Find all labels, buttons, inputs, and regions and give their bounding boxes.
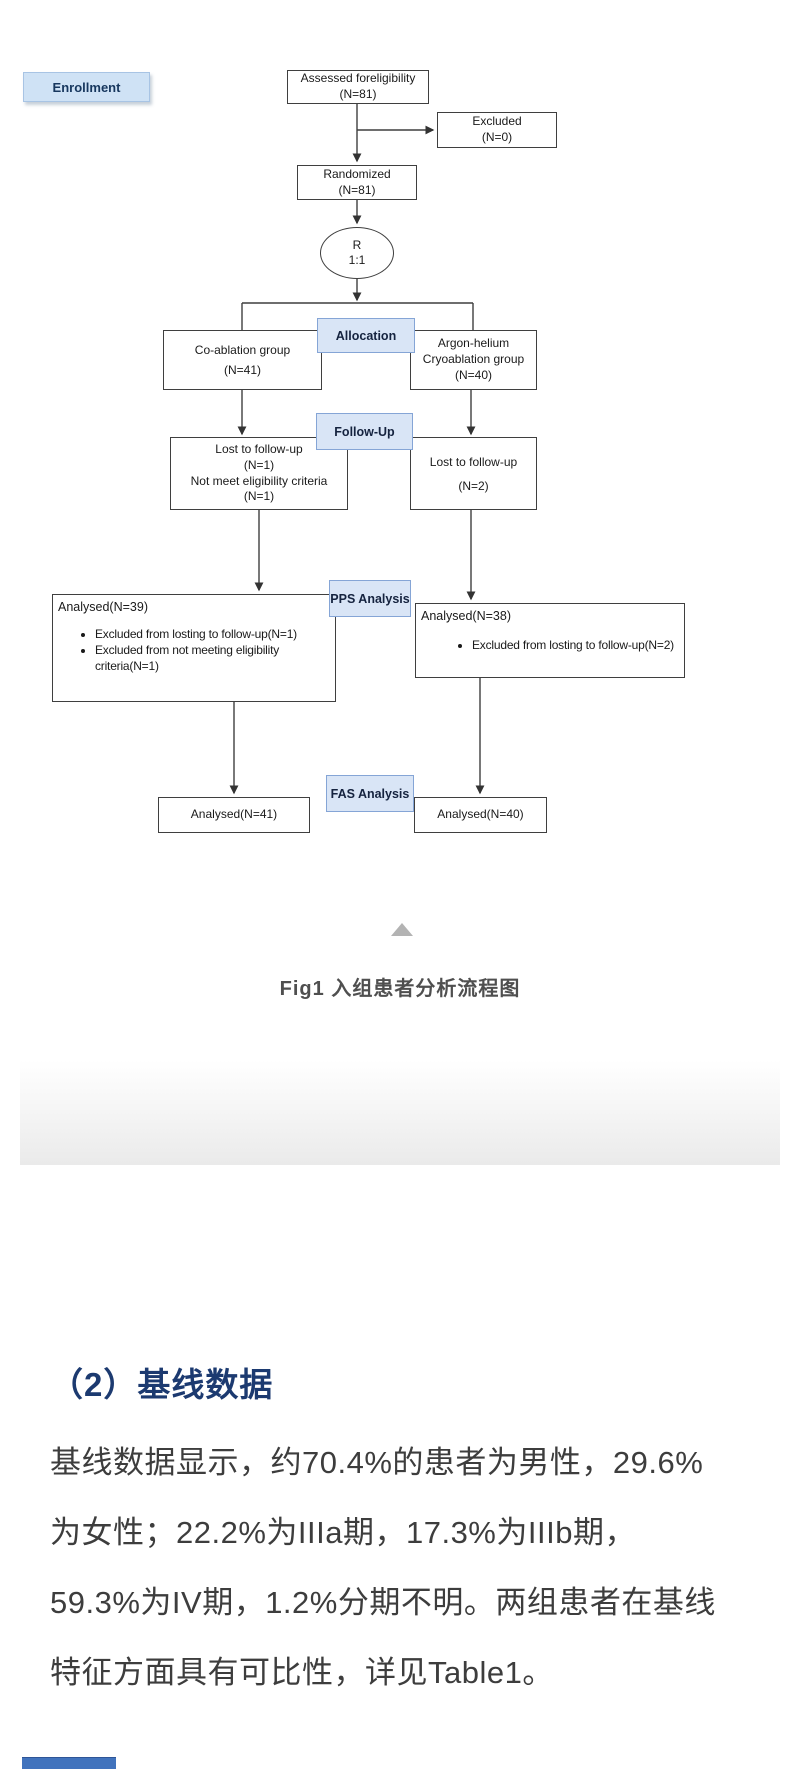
randomization-ratio-ellipse: R 1:1 bbox=[320, 227, 394, 279]
paragraph-line: 为女性；22.2%为IIIa期，17.3%为IIIb期， bbox=[50, 1515, 636, 1550]
enrollment-stage-text: Enrollment bbox=[52, 79, 121, 95]
followup-stage-text: Follow-Up bbox=[334, 424, 395, 439]
pps-right-bullet: Excluded from losting to follow-up(N=2) bbox=[472, 637, 674, 653]
randomized-line2: (N=81) bbox=[338, 182, 376, 197]
followup-left-line4: (N=1) bbox=[243, 489, 275, 504]
pps-left-bullets: Excluded from losting to follow-up(N=1) … bbox=[53, 626, 335, 675]
pps-left-title: Analysed(N=39) bbox=[58, 600, 148, 614]
group-left-line1: Co-ablation group bbox=[194, 342, 291, 357]
followup-right-line2: (N=2) bbox=[458, 478, 489, 493]
fas-stage-label: FAS Analysis bbox=[326, 775, 414, 812]
enrollment-stage-label: Enrollment bbox=[23, 72, 150, 102]
section-heading: （2）基线数据 bbox=[50, 1366, 274, 1403]
fas-left-label: Analysed(N=41) bbox=[190, 807, 278, 822]
followup-left-line1: Lost to follow-up bbox=[215, 441, 303, 456]
flowchart-connectors bbox=[229, 104, 485, 795]
lost-followup-right-box: Lost to follow-up (N=2) bbox=[410, 437, 537, 510]
table-edge-fragment bbox=[22, 1757, 116, 1769]
pps-stage-label: PPS Analysis bbox=[329, 580, 411, 617]
lost-followup-left-box: Lost to follow-up (N=1) Not meet eligibi… bbox=[170, 437, 348, 510]
pps-stage-text: PPS Analysis bbox=[330, 591, 410, 606]
pps-right-title: Analysed(N=38) bbox=[421, 609, 511, 623]
pps-analysed-right-box: Analysed(N=38) Excluded from losting to … bbox=[415, 603, 685, 678]
co-ablation-group-box: Co-ablation group (N=41) bbox=[163, 330, 322, 390]
excluded-line1: Excluded bbox=[472, 114, 522, 129]
paragraph-line: 59.3%为IV期，1.2%分期不明。两组患者在基线 bbox=[50, 1585, 716, 1620]
followup-right-line1: Lost to follow-up bbox=[429, 454, 518, 469]
allocation-stage-label: Allocation bbox=[317, 318, 415, 353]
randomized-box: Randomized (N=81) bbox=[297, 165, 417, 200]
excluded-box: Excluded (N=0) bbox=[437, 112, 557, 148]
group-right-line2: Cryoablation group bbox=[422, 352, 525, 367]
fas-analysed-left-box: Analysed(N=41) bbox=[158, 797, 310, 833]
group-right-line1: Argon-helium bbox=[437, 336, 510, 351]
pps-analysed-left-box: Analysed(N=39) Excluded from losting to … bbox=[52, 594, 336, 702]
paragraph-line: 基线数据显示，约70.4%的患者为男性，29.6% bbox=[50, 1445, 704, 1480]
argon-helium-group-box: Argon-helium Cryoablation group (N=40) bbox=[410, 330, 537, 390]
assessed-line1: Assessed foreligibility bbox=[300, 71, 416, 86]
fas-stage-text: FAS Analysis bbox=[330, 786, 410, 801]
excluded-line2: (N=0) bbox=[481, 130, 513, 144]
figure-caption: Fig1 入组患者分析流程图 bbox=[279, 978, 521, 1000]
body-paragraph: 基线数据显示，约70.4%的患者为男性，29.6% 为女性；22.2%为IIIa… bbox=[50, 1428, 762, 1708]
consort-flowchart: Enrollment Assessed foreligibility (N=81… bbox=[0, 0, 800, 870]
ratio-line1: R bbox=[352, 238, 362, 252]
fas-analysed-right-box: Analysed(N=40) bbox=[414, 797, 547, 833]
followup-left-line2: (N=1) bbox=[243, 457, 275, 472]
randomized-line1: Randomized bbox=[323, 166, 391, 181]
content-placeholder-band bbox=[20, 1060, 780, 1165]
allocation-stage-text: Allocation bbox=[335, 328, 397, 343]
ratio-line2: 1:1 bbox=[348, 253, 366, 267]
followup-stage-label: Follow-Up bbox=[316, 413, 413, 450]
assessed-line2: (N=81) bbox=[339, 87, 377, 101]
pps-left-bullet: Excluded from losting to follow-up(N=1) bbox=[95, 626, 335, 642]
group-left-line2: (N=41) bbox=[223, 363, 261, 377]
followup-left-line3: Not meet eligibility criteria bbox=[190, 473, 328, 488]
collapse-arrow-icon bbox=[391, 923, 413, 936]
fas-right-label: Analysed(N=40) bbox=[437, 807, 524, 822]
paragraph-line: 特征方面具有可比性，详见Table1。 bbox=[50, 1655, 554, 1690]
group-right-line3: (N=40) bbox=[454, 367, 492, 382]
pps-left-bullet: Excluded from not meeting eligibility cr… bbox=[95, 642, 335, 674]
assessed-eligibility-box: Assessed foreligibility (N=81) bbox=[287, 70, 429, 104]
pps-right-bullets: Excluded from losting to follow-up(N=2) bbox=[416, 637, 674, 653]
